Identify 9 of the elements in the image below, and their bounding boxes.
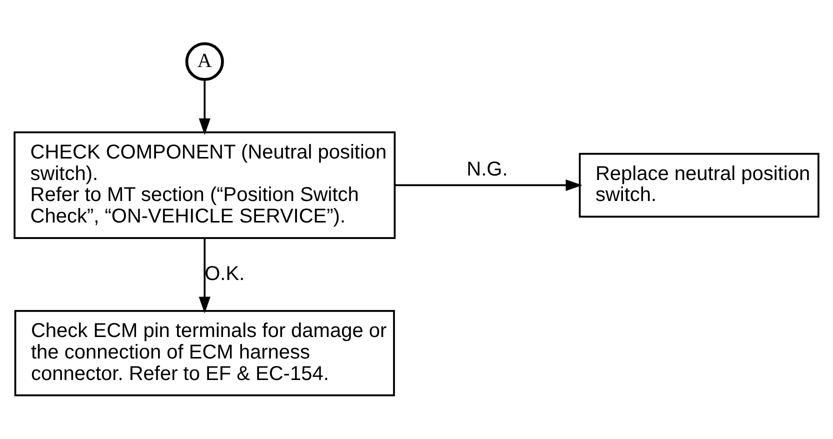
edge-label: O.K. xyxy=(204,262,245,285)
arrow xyxy=(198,238,210,314)
edge-label: N.G. xyxy=(466,158,508,180)
node-box: CHECK COMPONENT (Neutral position switch). Refer to MT section (“Position Switch Check”, “ON-VEHICLE SERVICE”). xyxy=(14,131,396,240)
node-box: Check ECM pin terminals for damage or the connection of ECM harness connector. Refer to EF & EC-154. xyxy=(14,310,395,396)
arrow xyxy=(198,80,210,135)
node-box: Replace neutral position switch. xyxy=(578,152,820,218)
node-circle: A xyxy=(185,42,224,81)
arrow xyxy=(395,179,582,192)
